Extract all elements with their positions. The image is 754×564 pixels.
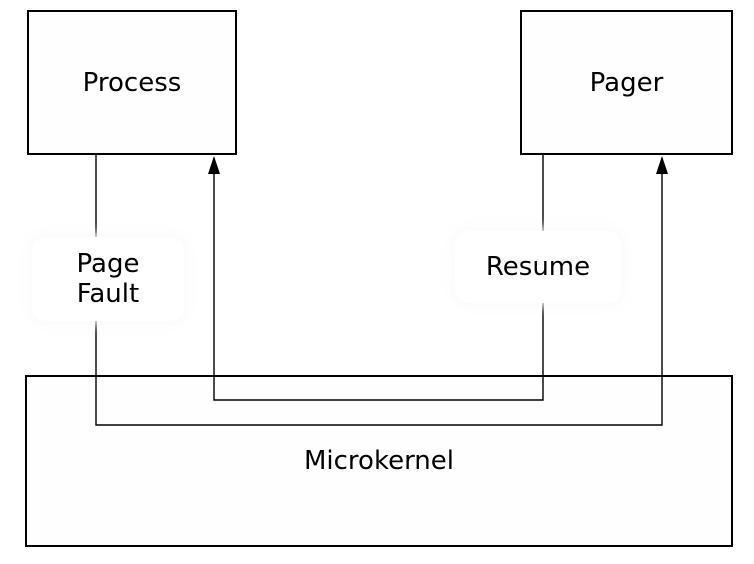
microkernel-node: Microkernel [25, 375, 733, 547]
process-node-label: Process [82, 67, 182, 98]
resume-arrowhead-icon [208, 156, 220, 174]
page-fault-edge-label-line1: Page [76, 249, 140, 279]
page-fault-arrowhead-icon [656, 156, 668, 174]
process-node: Process [27, 10, 237, 155]
page-fault-edge-label: Page Fault [32, 237, 184, 321]
resume-edge-label-text: Resume [485, 252, 591, 282]
resume-edge-label: Resume [455, 231, 621, 303]
pager-node-label: Pager [589, 67, 664, 98]
page-fault-edge-label-line2: Fault [76, 279, 140, 309]
microkernel-node-label: Microkernel [303, 446, 455, 476]
pager-node: Pager [520, 10, 733, 155]
